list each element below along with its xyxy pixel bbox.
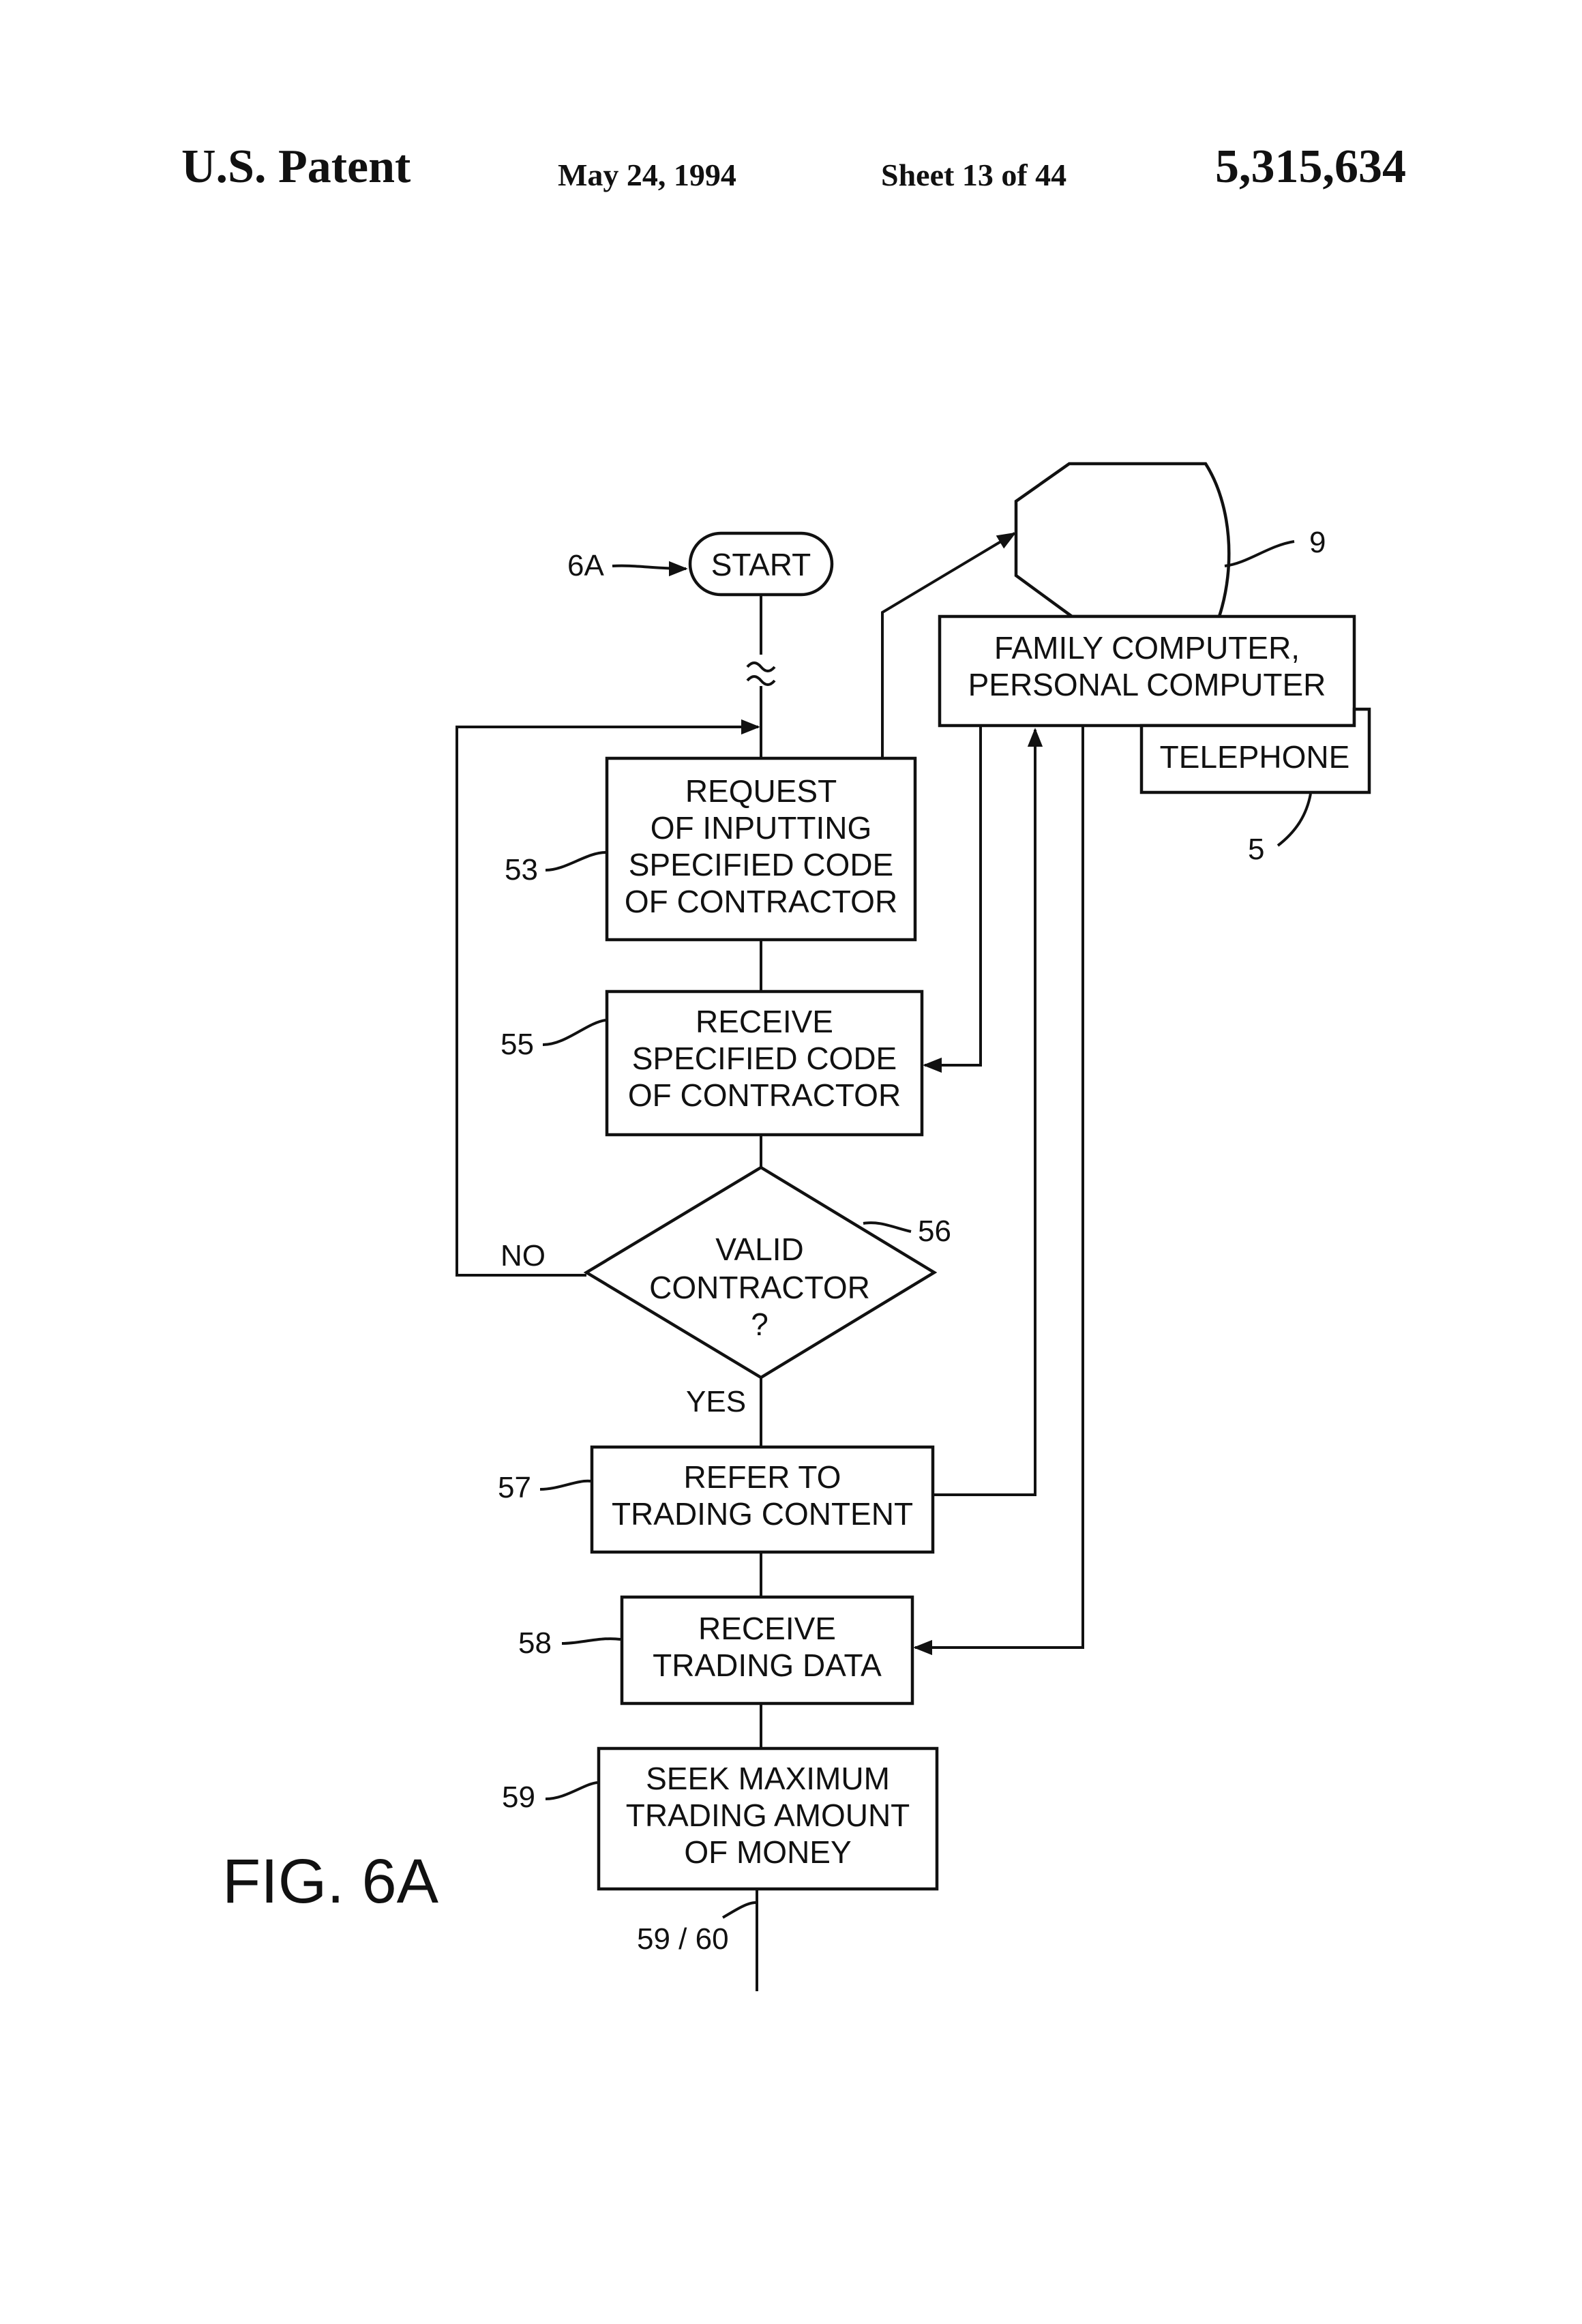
computer-line-1: FAMILY COMPUTER,	[994, 630, 1300, 666]
monitor-icon	[1016, 464, 1229, 616]
entry-ref-label: 6A	[567, 549, 604, 582]
step-57-ref: 57	[498, 1471, 531, 1504]
step-57-line-2: TRADING CONTENT	[612, 1496, 913, 1532]
connector-57-computer	[933, 730, 1035, 1495]
step-59-line-2: TRADING AMOUNT	[626, 1798, 910, 1833]
break-mark-top	[747, 663, 775, 671]
entry-ref-6a: 6A	[567, 549, 686, 582]
decision-56-line-2: CONTRACTOR	[649, 1270, 870, 1305]
step-55-ref: 55	[501, 1028, 534, 1061]
exit-leader	[723, 1903, 756, 1918]
step-57-leader	[540, 1481, 591, 1489]
decision-56-leader	[863, 1223, 911, 1232]
break-mark-bottom	[747, 676, 775, 685]
decision-56-line-1: VALID	[715, 1232, 804, 1267]
computer-line-2: PERSONAL COMPUTER	[968, 667, 1326, 702]
step-59-leader	[546, 1783, 597, 1799]
decision-yes-label: YES	[686, 1385, 746, 1418]
step-58-line-1: RECEIVE	[698, 1611, 836, 1646]
step-53-leader	[546, 852, 606, 870]
decision-56: VALID CONTRACTOR ?	[586, 1167, 934, 1377]
step-55-leader	[543, 1020, 606, 1045]
telephone-label: TELEPHONE	[1160, 739, 1350, 775]
step-53-box: REQUEST OF INPUTTING SPECIFIED CODE OF C…	[607, 758, 915, 940]
step-53-line-3: SPECIFIED CODE	[629, 847, 894, 882]
step-58-leader	[562, 1639, 621, 1643]
step-53-line-4: OF CONTRACTOR	[625, 884, 897, 919]
telephone-ref: 5	[1248, 833, 1264, 866]
step-57-line-1: REFER TO	[684, 1459, 841, 1495]
connector-computer-58	[915, 726, 1083, 1648]
monitor-ref: 9	[1309, 526, 1326, 559]
step-53-line-1: REQUEST	[685, 773, 837, 809]
step-59-ref: 59	[502, 1781, 535, 1814]
decision-56-ref: 56	[918, 1215, 951, 1248]
step-58-line-2: TRADING DATA	[653, 1648, 882, 1683]
computer-box: FAMILY COMPUTER, PERSONAL COMPUTER	[940, 616, 1354, 726]
figure-label: FIG. 6A	[222, 1847, 439, 1916]
decision-56-line-3: ?	[751, 1307, 768, 1342]
step-58-ref: 58	[518, 1626, 552, 1660]
step-53-ref: 53	[505, 853, 538, 887]
step-59-box: SEEK MAXIMUM TRADING AMOUNT OF MONEY	[599, 1748, 937, 1889]
step-55-box: RECEIVE SPECIFIED CODE OF CONTRACTOR	[607, 992, 922, 1135]
connector-computer-55	[925, 726, 981, 1065]
step-55-line-3: OF CONTRACTOR	[628, 1077, 901, 1113]
step-55-line-1: RECEIVE	[696, 1004, 833, 1039]
exit-ref: 59 / 60	[637, 1922, 729, 1956]
step-57-box: REFER TO TRADING CONTENT	[592, 1447, 933, 1552]
start-label: START	[711, 547, 811, 582]
start-terminal: START	[690, 533, 832, 595]
step-55-line-2: SPECIFIED CODE	[632, 1041, 897, 1076]
step-59-line-1: SEEK MAXIMUM	[646, 1761, 890, 1796]
step-59-line-3: OF MONEY	[684, 1834, 851, 1870]
monitor-leader	[1225, 541, 1294, 566]
telephone-leader	[1278, 794, 1311, 846]
step-53-line-2: OF INPUTTING	[651, 810, 872, 846]
decision-no-label: NO	[501, 1239, 546, 1272]
step-58-box: RECEIVE TRADING DATA	[622, 1597, 912, 1703]
